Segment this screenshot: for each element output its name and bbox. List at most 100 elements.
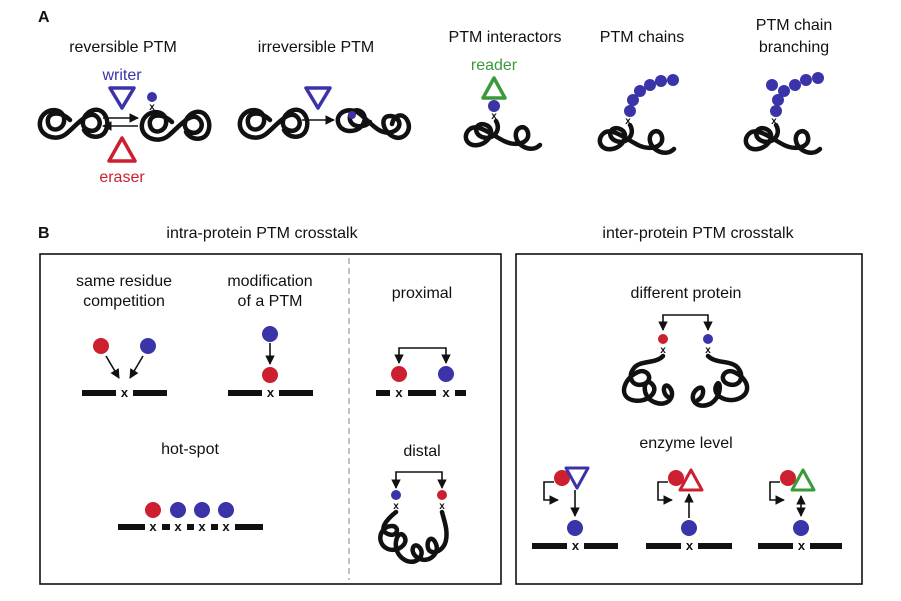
x-mark: x [491, 111, 497, 122]
residue-bar [187, 524, 194, 530]
x-mark: x [771, 116, 777, 127]
protein-coil-icon [240, 110, 307, 138]
residue-bar [118, 524, 145, 530]
writer-triangle-icon [108, 86, 136, 110]
proximal-label: proximal [392, 285, 452, 302]
ptm-circle-red [437, 490, 447, 500]
ptm-circle-icon [667, 74, 679, 86]
same-residue-line2: competition [83, 293, 165, 310]
ptm-circle-icon [488, 100, 500, 112]
reversible-ptm-title: reversible PTM [69, 39, 177, 56]
writer-triangle-icon [304, 86, 332, 110]
x-mark: x [393, 501, 399, 512]
x-mark: x [660, 345, 666, 356]
protein-coil-icon [466, 121, 540, 149]
protein-coil-icon [746, 125, 820, 153]
distal-label: distal [403, 443, 440, 460]
irreversible-ptm-title: irreversible PTM [258, 39, 374, 56]
protein-coil-icon [378, 509, 449, 565]
ptm-circle-icon [778, 85, 790, 97]
x-mark: x [149, 102, 155, 113]
x-mark: x [121, 385, 129, 400]
arrow [105, 355, 120, 379]
ptm-circle-red [391, 366, 407, 382]
residue-bar [584, 543, 618, 549]
bidirectional-arrow [658, 314, 713, 331]
protein-coil-icon [142, 112, 209, 140]
same-residue-line1: same residue [76, 273, 172, 290]
ptm-circle-blue [262, 326, 278, 342]
ptm-circle-icon [634, 85, 646, 97]
ptm-circle-blue [218, 502, 234, 518]
ptm-circle-icon [789, 79, 801, 91]
branching-title-line2: branching [759, 39, 829, 56]
ptm-circle-blue [140, 338, 156, 354]
ptm-chains-title: PTM chains [600, 29, 684, 46]
ptm-circle-red [262, 367, 278, 383]
ptm-circle-icon [655, 75, 667, 87]
residue-bar [646, 543, 681, 549]
ptm-circle-blue [391, 490, 401, 500]
inter-protein-box [515, 253, 863, 585]
ptm-circle-icon [348, 111, 356, 119]
ptm-circle-icon [766, 79, 778, 91]
arrow [129, 355, 144, 379]
ptm-circle-icon [812, 72, 824, 84]
x-mark: x [198, 519, 206, 534]
residue-bar [235, 524, 263, 530]
intra-protein-box [39, 253, 502, 585]
feedback-arrow [543, 481, 559, 505]
residue-bar [133, 390, 167, 396]
hotspot-label: hot-spot [161, 441, 219, 458]
residue-bar [408, 390, 436, 396]
x-mark: x [686, 538, 694, 553]
ptm-circle-red [145, 502, 161, 518]
feedback-arrow [657, 481, 673, 505]
residue-bar [698, 543, 732, 549]
ptm-circle-red [780, 470, 796, 486]
x-mark: x [395, 385, 403, 400]
ptm-circle-icon [147, 92, 157, 102]
protein-coil-icon [690, 353, 750, 408]
x-mark: x [572, 538, 580, 553]
panel-a-letter: A [38, 9, 50, 26]
ptm-chain [624, 74, 679, 117]
ptm-circle-red [668, 470, 684, 486]
bidirectional-arrow [394, 347, 451, 364]
x-mark: x [222, 519, 230, 534]
writer-triangle-icon [564, 466, 590, 490]
ptm-circle-icon [627, 94, 639, 106]
eraser-triangle-icon [107, 136, 137, 163]
reader-triangle-icon [481, 76, 507, 100]
ptm-circle-red [93, 338, 109, 354]
protein-coil-icon [600, 125, 674, 153]
modification-line2: of a PTM [238, 293, 303, 310]
ptm-branched-chain [766, 72, 824, 117]
ptm-circle-icon [624, 105, 636, 117]
x-mark: x [174, 519, 182, 534]
panel-b-letter: B [38, 225, 50, 242]
different-protein-label: different protein [631, 285, 742, 302]
ptm-circle-red [554, 470, 570, 486]
branching-title-line1: PTM chain [756, 17, 832, 34]
x-mark: x [439, 501, 445, 512]
ptm-circle-blue [438, 366, 454, 382]
ptm-circle-icon [644, 79, 656, 91]
ptm-interactors-title: PTM interactors [449, 29, 562, 46]
x-mark: x [149, 519, 157, 534]
residue-bar [810, 543, 842, 549]
x-mark: x [705, 345, 711, 356]
reader-label: reader [471, 57, 518, 74]
modification-line1: modification [227, 273, 312, 290]
ptm-circle-icon [800, 74, 812, 86]
residue-bar [455, 390, 466, 396]
inter-protein-title: inter-protein PTM crosstalk [602, 225, 794, 242]
residue-bar [758, 543, 793, 549]
residue-bar [82, 390, 116, 396]
residue-bar [211, 524, 218, 530]
residue-bar [162, 524, 170, 530]
ptm-circle-icon [772, 94, 784, 106]
ptm-circle-blue [170, 502, 186, 518]
ptm-circle-blue [681, 520, 697, 536]
